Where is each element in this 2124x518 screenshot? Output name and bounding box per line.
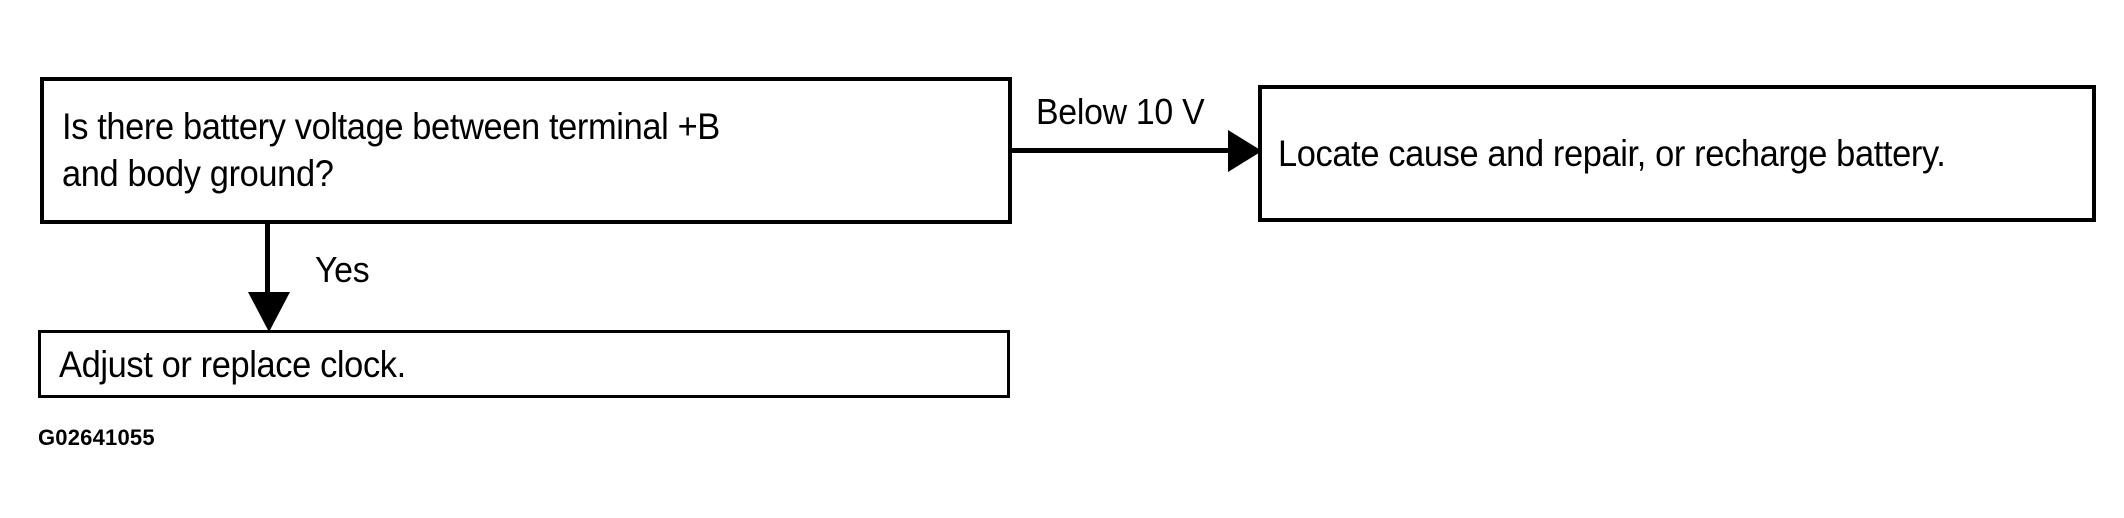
connector-line-yes: [265, 224, 270, 306]
flowchart-node-adjust: Adjust or replace clock.: [38, 330, 1010, 398]
arrowhead-down-icon: [248, 292, 290, 332]
connector-line-below-10v: [1012, 148, 1234, 153]
node-adjust-text: Adjust or replace clock.: [59, 343, 406, 385]
flowchart-node-question: Is there battery voltage between termina…: [40, 77, 1012, 224]
flowchart-node-repair: Locate cause and repair, or recharge bat…: [1258, 85, 2096, 222]
node-repair-text: Locate cause and repair, or recharge bat…: [1278, 133, 1946, 174]
edge-label-yes: Yes: [315, 249, 370, 290]
figure-caption-code: G02641055: [38, 425, 155, 450]
edge-label-below-10v: Below 10 V: [1036, 91, 1205, 132]
node-question-text: Is there battery voltage between termina…: [62, 105, 720, 194]
arrowhead-right-icon: [1228, 130, 1262, 172]
